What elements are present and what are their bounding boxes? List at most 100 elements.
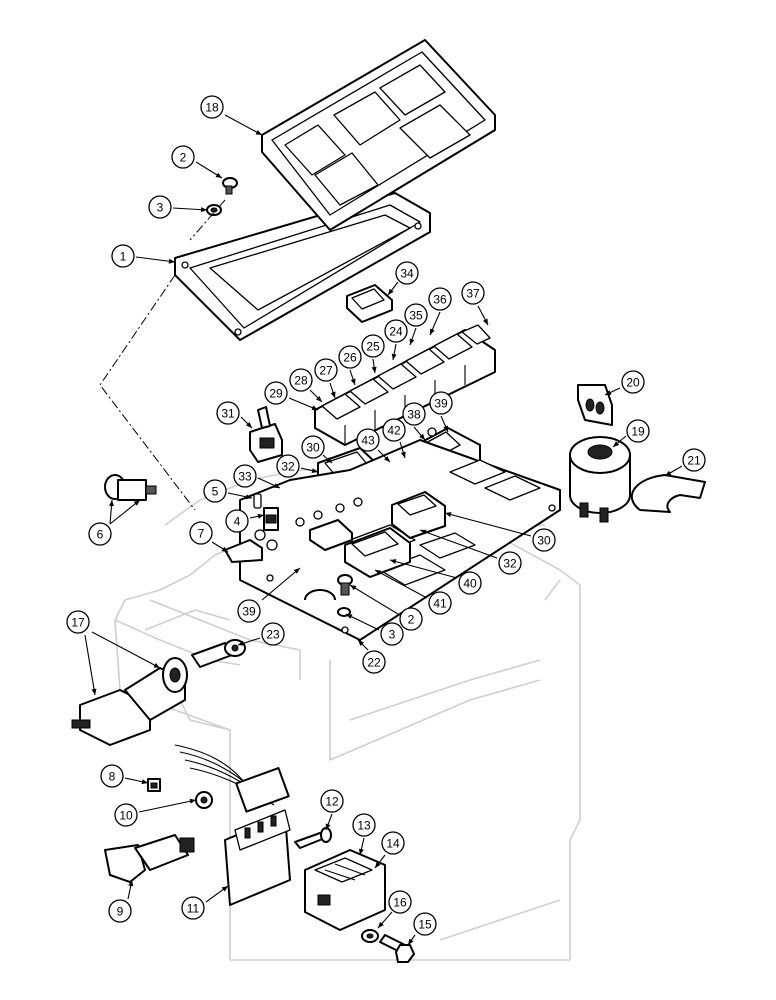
callout-circle-30 (532, 528, 556, 552)
callout-label-9: 9 (117, 905, 124, 919)
lamp-4-5 (253, 493, 279, 531)
callout-label-14: 14 (386, 837, 400, 851)
switch-34 (346, 284, 393, 323)
bolt-15 (379, 934, 415, 963)
callout-circle-3 (148, 195, 172, 219)
washer-3-top (206, 204, 222, 216)
arrowhead-4 (257, 513, 264, 519)
wire-harness (174, 744, 290, 813)
callout-label-27: 27 (319, 364, 333, 378)
arrowhead-1 (168, 258, 175, 264)
screw-2-lower (337, 574, 353, 596)
leader-line-17 (91, 631, 161, 669)
callout-label-8: 8 (109, 770, 116, 784)
callout-circle-18 (200, 95, 224, 119)
callout-label-36: 36 (433, 293, 447, 307)
gasket-21 (630, 474, 706, 513)
callout-label-35: 35 (409, 309, 423, 323)
callout-circle-21 (682, 448, 706, 472)
arrowhead-41 (375, 570, 382, 576)
arrowhead-27 (330, 391, 336, 398)
callout-label-10: 10 (119, 809, 133, 823)
arrowhead-20 (605, 390, 612, 395)
callout-label-32: 32 (503, 557, 517, 571)
callout-circle-41 (428, 591, 452, 615)
key-tag-20 (577, 384, 613, 426)
callout-label-24: 24 (389, 325, 403, 339)
relay-box-13-14 (304, 849, 386, 931)
callout-label-6: 6 (97, 528, 104, 542)
arrowhead-26 (350, 378, 356, 385)
callout-circle-9 (108, 899, 132, 923)
arrowhead-32 (420, 529, 427, 535)
switch-40-41 (344, 527, 411, 578)
callout-circle-13 (352, 813, 376, 837)
module-11 (224, 809, 291, 906)
callout-label-2: 2 (180, 151, 187, 165)
callout-circle-42 (382, 418, 406, 442)
callout-circle-15 (413, 912, 437, 936)
switch-30-right (391, 491, 446, 539)
callout-label-30: 30 (306, 441, 320, 455)
callout-label-19: 19 (631, 425, 645, 439)
callout-circle-19 (626, 419, 650, 443)
arrowhead-39 (443, 425, 448, 432)
alignment-line-2 (189, 199, 226, 241)
leader-line-40 (389, 559, 458, 579)
callout-label-28: 28 (294, 374, 308, 388)
callout-circle-36 (428, 287, 452, 311)
callout-label-41: 41 (433, 597, 447, 611)
arrowhead-11 (221, 886, 228, 892)
arrowhead-17 (91, 688, 97, 695)
callout-label-39: 39 (434, 397, 448, 411)
callout-circle-30 (301, 435, 325, 459)
arrowhead-33 (273, 483, 280, 488)
callout-label-34: 34 (400, 267, 414, 281)
callout-circle-26 (338, 345, 362, 369)
callout-label-20: 20 (626, 376, 640, 390)
clip-ring (304, 589, 336, 601)
callout-circle-12 (320, 789, 344, 813)
callout-circle-29 (264, 381, 288, 405)
callout-circle-11 (181, 896, 205, 920)
arrowhead-42 (400, 451, 406, 458)
callout-circle-37 (461, 281, 485, 305)
callout-label-38: 38 (407, 408, 421, 422)
callout-label-11: 11 (187, 902, 200, 916)
callout-label-29: 29 (269, 387, 283, 401)
callout-label-23: 23 (266, 628, 280, 642)
leader-line-18 (224, 114, 263, 136)
callout-circle-10 (114, 803, 138, 827)
callout-circle-24 (384, 319, 408, 343)
callout-circle-34 (395, 261, 419, 285)
callout-label-30: 30 (537, 534, 551, 548)
callout-circle-16 (388, 890, 412, 914)
arrowhead-2 (215, 172, 222, 178)
arrowhead-12 (325, 823, 331, 830)
callout-label-1: 1 (120, 250, 127, 264)
arrowhead-8 (141, 779, 148, 785)
callout-circle-17 (66, 610, 90, 634)
callout-label-32: 32 (281, 460, 295, 474)
callout-circle-38 (402, 402, 426, 426)
arrowhead-31 (245, 421, 252, 428)
callout-label-12: 12 (325, 795, 339, 809)
screw-12 (294, 827, 332, 849)
connector-6 (104, 474, 157, 501)
arrowhead-28 (315, 395, 322, 402)
arrowhead-21 (665, 470, 672, 476)
arrowhead-39 (293, 568, 300, 574)
callout-label-7: 7 (198, 527, 205, 541)
leader-line-10 (138, 799, 197, 813)
callout-circle-22 (362, 650, 386, 674)
callout-label-13: 13 (357, 819, 371, 833)
callout-label-40: 40 (463, 577, 477, 591)
callout-circle-4 (225, 509, 249, 533)
callout-circle-28 (289, 368, 313, 392)
callout-label-15: 15 (418, 918, 432, 932)
callout-circle-40 (458, 571, 482, 595)
rotary-switch-9 (104, 834, 195, 883)
leader-line-17 (84, 634, 96, 696)
arrowhead-38 (419, 433, 425, 440)
